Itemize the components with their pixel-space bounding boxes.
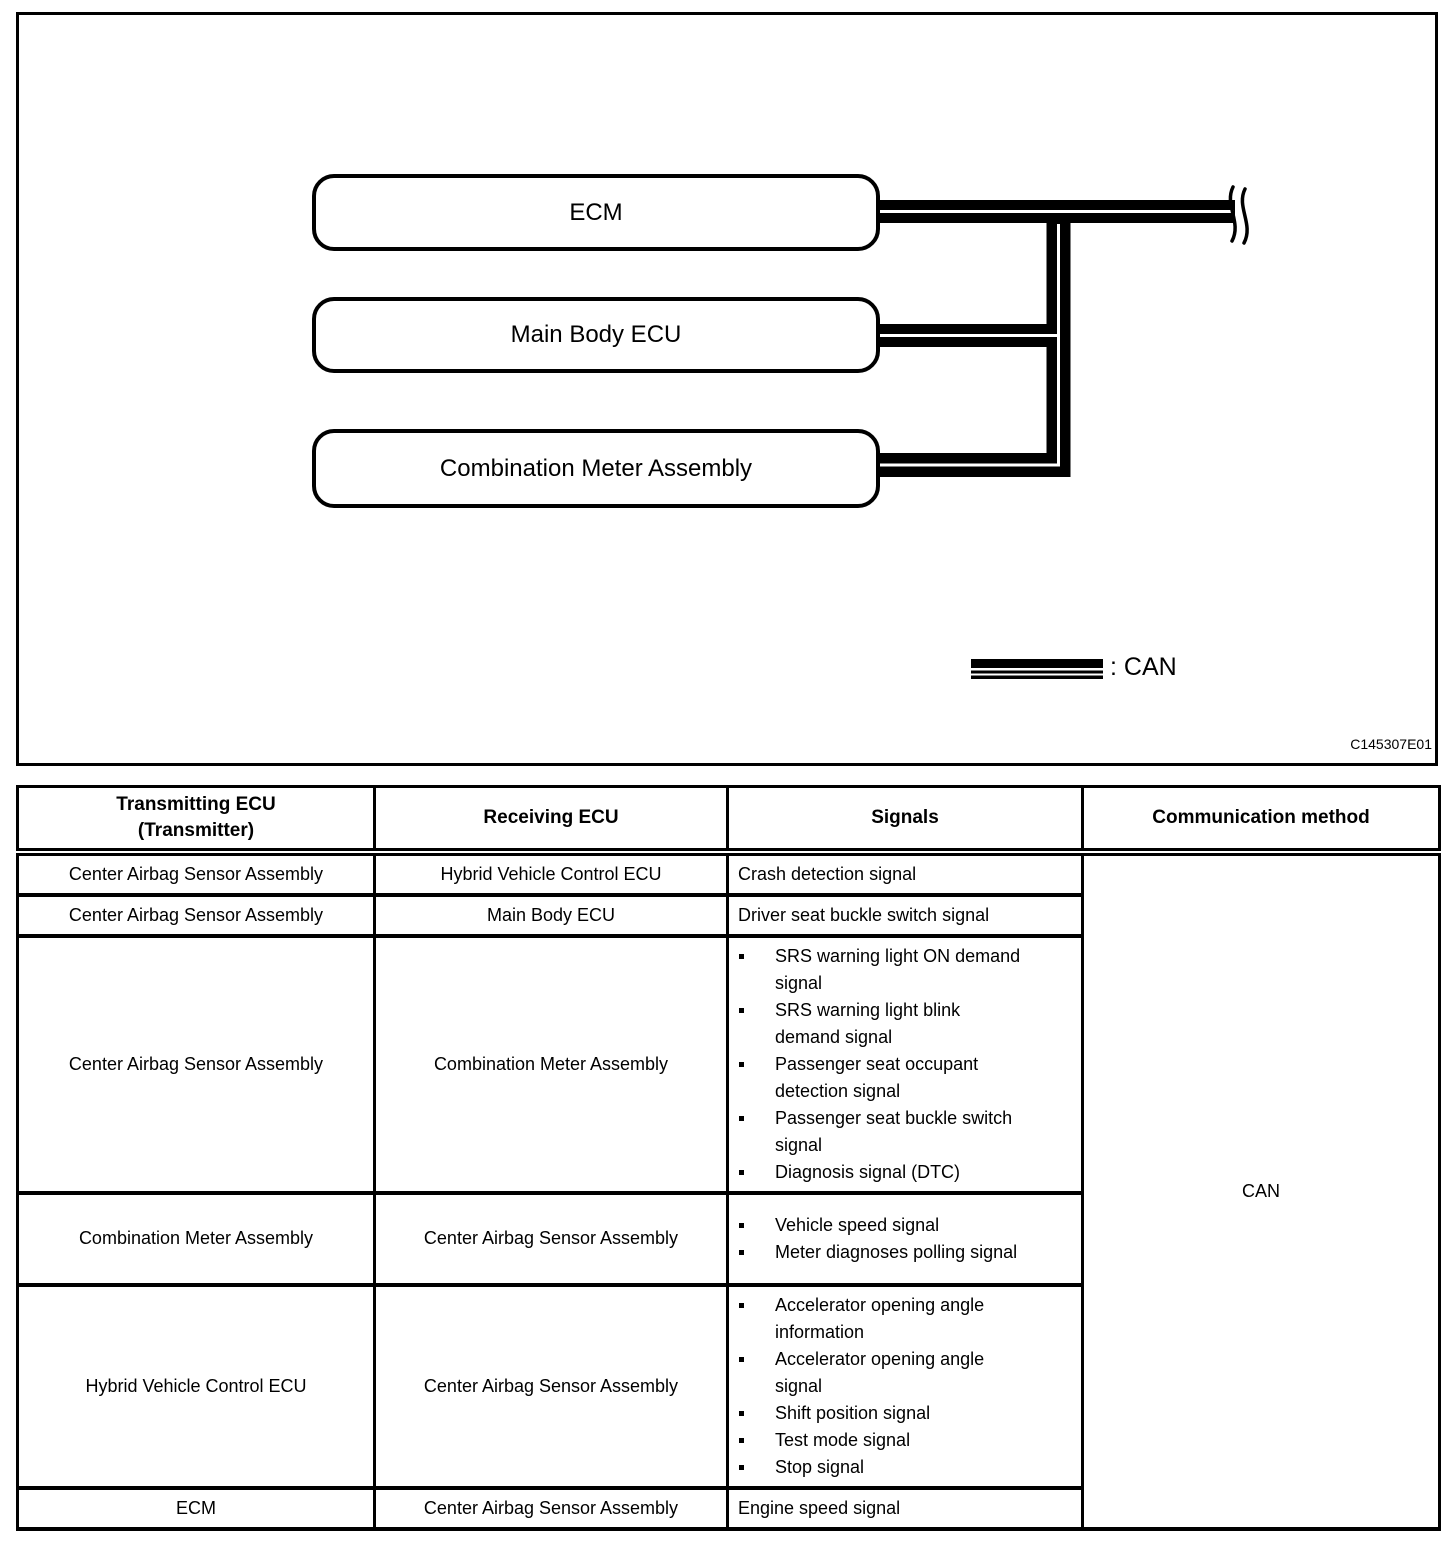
cell-receiver: Center Airbag Sensor Assembly <box>373 1190 729 1287</box>
can-line-legend-swatch <box>971 659 1103 679</box>
cell-receiver: Combination Meter Assembly <box>373 933 729 1195</box>
cell-signals: Accelerator opening angle information Ac… <box>726 1282 1084 1490</box>
figure-code: C145307E01 <box>1350 736 1432 752</box>
cell-communication-method: CAN <box>1081 849 1441 1531</box>
header-transmitting-ecu: Transmitting ECU (Transmitter) <box>16 785 376 856</box>
line-break-icon <box>1240 187 1249 245</box>
table-row: Center Airbag Sensor Assembly Combinatio… <box>16 933 1440 1195</box>
cell-signals: Engine speed signal <box>726 1485 1084 1531</box>
header-signals: Signals <box>726 785 1084 856</box>
signal-item: Diagnosis signal (DTC) <box>739 1159 1021 1186</box>
cell-transmitter: Combination Meter Assembly <box>16 1190 376 1287</box>
signal-item: Stop signal <box>739 1454 1021 1481</box>
signal-item: Passenger seat buckle switch signal <box>739 1105 1021 1159</box>
node-box-combination-meter: Combination Meter Assembly <box>312 429 880 508</box>
signal-item: Test mode signal <box>739 1427 1021 1454</box>
signal-item: Accelerator opening angle signal <box>739 1346 1021 1400</box>
cell-signals: SRS warning light ON demand signal SRS w… <box>726 933 1084 1195</box>
table-row: Hybrid Vehicle Control ECU Center Airbag… <box>16 1282 1440 1490</box>
table-row: Combination Meter Assembly Center Airbag… <box>16 1190 1440 1287</box>
cell-transmitter: Center Airbag Sensor Assembly <box>16 892 376 938</box>
header-communication-method: Communication method <box>1081 785 1441 856</box>
line-break-icon <box>1228 185 1237 243</box>
node-box-main-body-ecu: Main Body ECU <box>312 297 880 373</box>
header-receiving-ecu: Receiving ECU <box>373 785 729 856</box>
table-row: Center Airbag Sensor Assembly Main Body … <box>16 892 1440 938</box>
table-row: Center Airbag Sensor Assembly Hybrid Veh… <box>16 849 1441 1531</box>
header-transmitting-ecu-line1: Transmitting ECU <box>116 793 276 815</box>
cell-transmitter: Hybrid Vehicle Control ECU <box>16 1282 376 1490</box>
signal-item: Passenger seat occupant detection signal <box>739 1051 1021 1105</box>
cell-signals: Driver seat buckle switch signal <box>726 892 1084 938</box>
can-signal-table: Transmitting ECU (Transmitter) Receiving… <box>16 785 1441 1531</box>
signal-item: SRS warning light blink demand signal <box>739 997 1021 1051</box>
header-transmitting-ecu-line2: (Transmitter) <box>137 819 255 841</box>
cell-signals: Vehicle speed signal Meter diagnoses pol… <box>726 1190 1084 1287</box>
cell-receiver: Hybrid Vehicle Control ECU <box>373 849 729 897</box>
cell-transmitter: Center Airbag Sensor Assembly <box>16 933 376 1195</box>
signal-text: Engine speed signal <box>738 1497 901 1518</box>
cell-receiver: Center Airbag Sensor Assembly <box>373 1282 729 1490</box>
bus-core-combination-meter <box>880 224 1060 467</box>
node-label-combination-meter: Combination Meter Assembly <box>439 454 753 482</box>
cell-transmitter: ECM <box>16 1485 376 1531</box>
diagram-frame <box>16 12 1438 766</box>
cell-transmitter: Center Airbag Sensor Assembly <box>16 849 376 897</box>
table-row: ECM Center Airbag Sensor Assembly Engine… <box>16 1485 1440 1531</box>
cell-signals: Crash detection signal <box>726 849 1084 897</box>
signal-list: Vehicle speed signal Meter diagnoses pol… <box>738 1212 1073 1266</box>
cell-receiver: Main Body ECU <box>373 892 729 938</box>
signal-item: Shift position signal <box>739 1400 1021 1427</box>
signal-item: SRS warning light ON demand signal <box>739 943 1021 997</box>
table-header-row: Transmitting ECU (Transmitter) Receiving… <box>16 785 1441 856</box>
signal-text: Driver seat buckle switch signal <box>738 904 990 925</box>
node-label-main-body-ecu: Main Body ECU <box>510 321 682 348</box>
can-bus-lines <box>880 185 1249 477</box>
node-box-ecm: ECM <box>312 174 880 251</box>
signal-item: Accelerator opening angle information <box>739 1292 1021 1346</box>
signal-item: Meter diagnoses polling signal <box>739 1239 1021 1266</box>
signal-text: Crash detection signal <box>738 863 917 884</box>
signal-list: Accelerator opening angle information Ac… <box>738 1292 1073 1481</box>
signal-item: Vehicle speed signal <box>739 1212 1021 1239</box>
node-label-ecm: ECM <box>569 198 623 226</box>
signal-list: SRS warning light ON demand signal SRS w… <box>738 943 1073 1186</box>
cell-receiver: Center Airbag Sensor Assembly <box>373 1485 729 1531</box>
can-line-legend-label: : CAN <box>1110 653 1177 681</box>
